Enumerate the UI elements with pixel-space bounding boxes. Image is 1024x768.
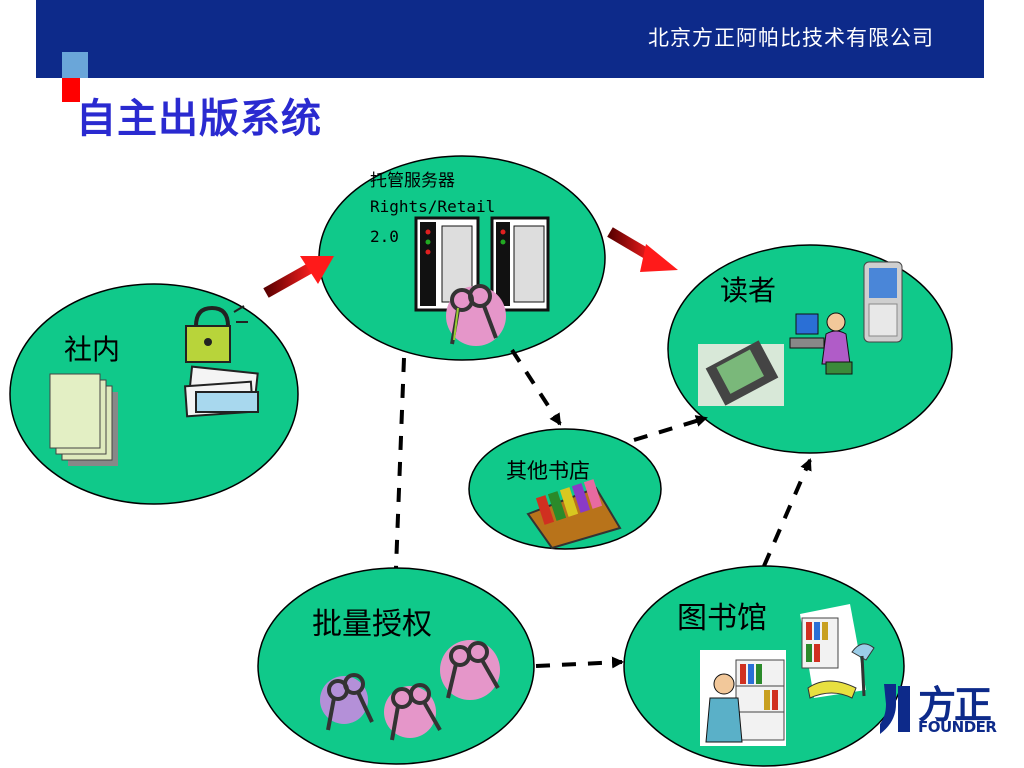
bookshelf-icon [526,479,622,550]
bookstores-label: 其他书店 [506,459,590,483]
header-bar: 北京方正阿帕比技术有限公司 [36,0,984,78]
founder-logo-icon [880,684,910,734]
company-name: 北京方正阿帕比技术有限公司 [648,26,934,50]
page-title: 自主出版系统 [76,96,322,142]
ebook-device-icon [698,340,784,406]
server-label-3: 2.0 [370,227,399,246]
library-label: 图书馆 [677,601,767,636]
server-label-1: 托管服务器 [370,171,455,191]
dashed-arrow-bookstores-readers [633,415,708,442]
dashed-arrow-server-bookstores [510,348,562,426]
keys-icon [320,640,500,741]
bulk-license-label: 批量授权 [312,607,432,642]
user-at-computer-icon [789,312,853,375]
logo-cn: 方正 [918,683,992,727]
press-label: 社内 [64,333,120,366]
logo-en: FOUNDER [918,718,997,736]
librarian-icon [700,650,786,746]
documents-icon [49,373,118,466]
decor-square-red [62,78,80,102]
server-label-2: Rights/Retail [370,197,495,216]
founder-logo: 方正 FOUNDER [880,680,1000,740]
arrow-server-to-readers [607,227,678,272]
dashed-arrow-library-readers [762,458,812,567]
lock-icon [183,305,259,418]
pda-icon [863,261,903,343]
dashed-arrow-bulk-library [535,656,624,669]
keys-icon [446,284,506,346]
arrow-press-to-server [263,256,334,298]
reading-lamp-icon [800,604,875,699]
readers-label: 读者 [720,274,776,307]
decor-square-blue [62,52,88,78]
dashed-link-server-bulk [394,357,406,569]
